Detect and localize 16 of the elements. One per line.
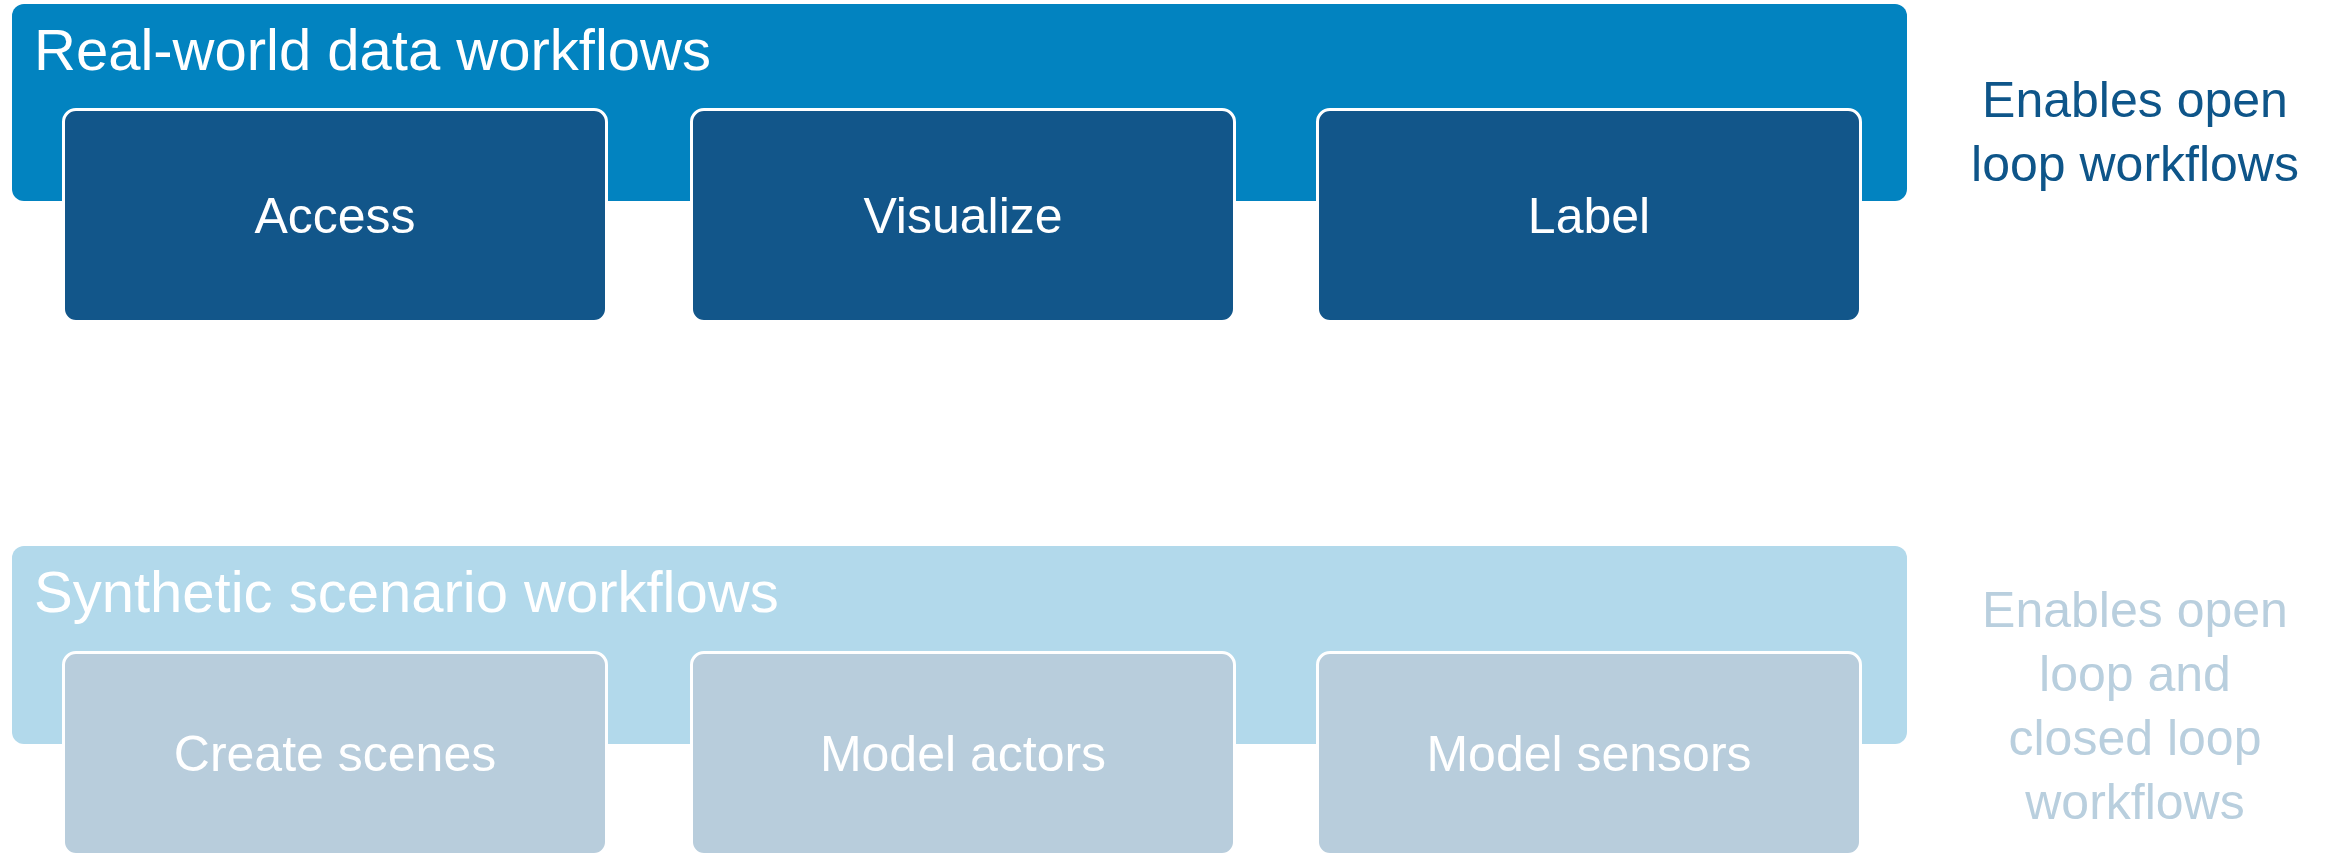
step-box — [690, 108, 1236, 323]
step-label: Model actors — [819, 724, 1107, 783]
step-label: Create scenes — [173, 724, 497, 783]
step-label: Access — [254, 186, 416, 245]
side-note: Enables open loop workflows — [1970, 71, 2300, 194]
side-note: Enables open loop and closed loop workflows — [1981, 581, 2289, 832]
step-label: Label — [1527, 186, 1651, 245]
step-box — [1316, 108, 1862, 323]
step-box — [62, 108, 608, 323]
step-box — [1316, 651, 1862, 856]
step-label: Model sensors — [1426, 724, 1752, 783]
step-box — [62, 651, 608, 856]
band-title: Synthetic scenario workflows — [34, 560, 779, 624]
band-title: Real-world data workflows — [34, 18, 711, 82]
step-box — [690, 651, 1236, 856]
step-label: Visualize — [863, 186, 1063, 245]
